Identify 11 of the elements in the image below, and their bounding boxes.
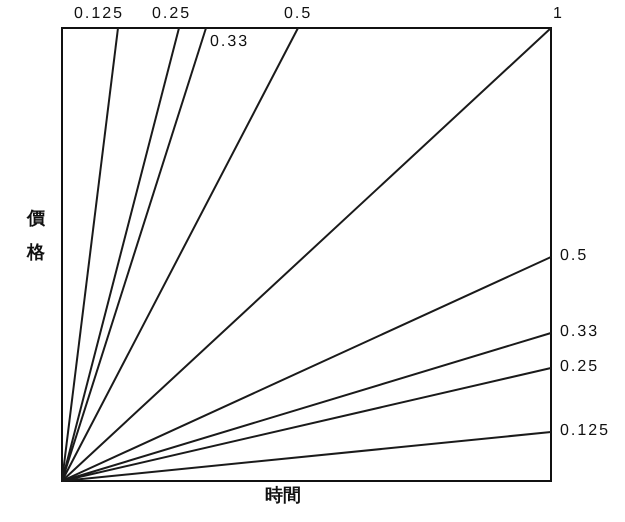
ratio-label: 0.125 [74, 6, 124, 22]
ratio-label: 1 [553, 6, 564, 22]
axis-title: 時間 [265, 487, 301, 505]
ratio-label: 0.5 [560, 248, 588, 264]
ratio-label: 0.33 [210, 34, 250, 50]
ratio-label: 0.25 [560, 359, 600, 375]
ratio-label: 0.33 [560, 324, 600, 340]
ratio-label: 0.125 [560, 423, 610, 439]
ratio-label: 0.5 [284, 6, 312, 22]
ratio-label: 0.25 [152, 6, 192, 22]
axis-title: 價格 [27, 207, 45, 266]
